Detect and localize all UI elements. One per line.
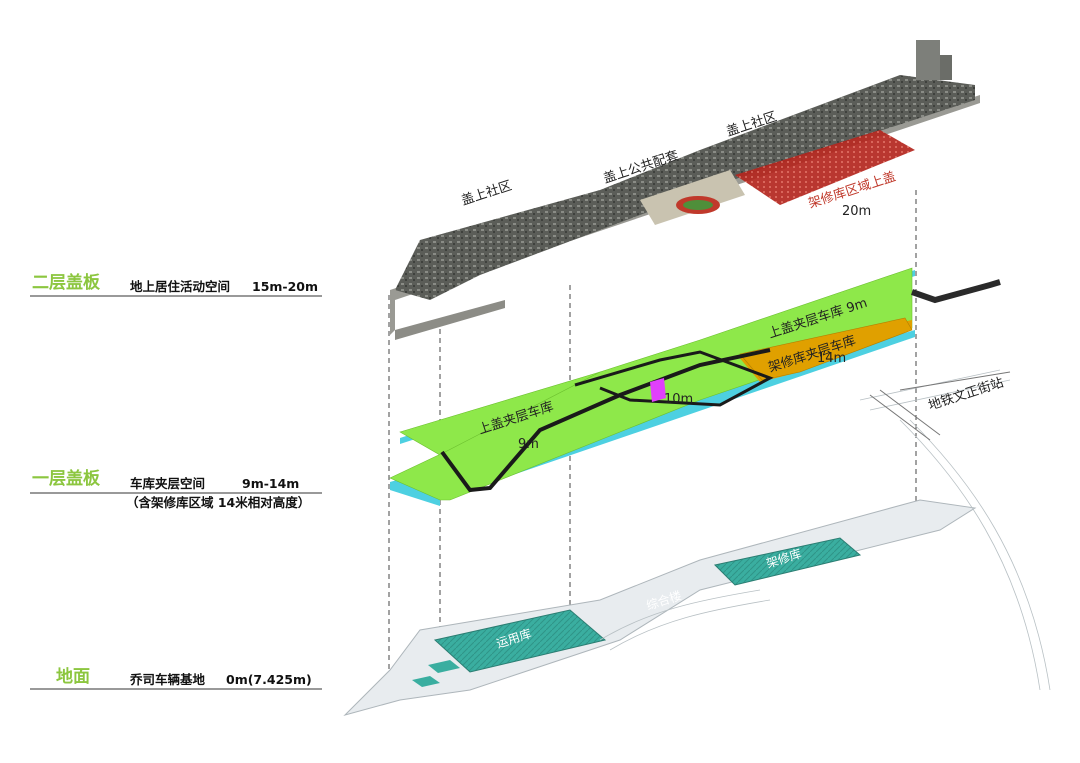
- ramp-marker: [650, 378, 666, 402]
- level-label-first: 一层盖板 车库夹层空间 9m-14m （含架修库区域 14米相对高度）: [30, 468, 322, 510]
- top-slab-ramp: [395, 300, 505, 340]
- label-metro-station: 地铁文正街站: [927, 375, 1006, 413]
- pool-small-1: [428, 660, 460, 673]
- repair-garage-top: [739, 317, 913, 381]
- ground-layer: 地铁文正街站 架修库 运用库 综合楼: [343, 369, 1051, 716]
- tower-block: [916, 40, 940, 80]
- label-repair-cover-height: 20m: [842, 204, 871, 219]
- label-garage-left-height: 9m: [518, 437, 539, 452]
- metro-station-lines: [869, 371, 1011, 441]
- level-label-second: 二层盖板 地上居住活动空间 15m-20m: [30, 272, 322, 297]
- label-ramp-height: 10m: [664, 392, 693, 407]
- track-lines: [599, 369, 1051, 691]
- ramp-exit: [911, 279, 1001, 304]
- middle-layer: 上盖夹层车库 9m 架修库夹层车库 14m 10m 上盖夹层车库 9m: [389, 267, 1001, 506]
- pool-small-2: [412, 676, 440, 687]
- level-label-ground: 地面 乔司车辆基地 0m(7.425m): [30, 666, 322, 690]
- level-title-first: 一层盖板: [32, 468, 101, 489]
- operation-depot: [433, 609, 607, 673]
- label-community-left: 盖上社区: [459, 178, 513, 209]
- drive-loop: [574, 350, 774, 407]
- repair-depot: [713, 537, 862, 586]
- level-title-second: 二层盖板: [32, 272, 101, 293]
- level-desc-ground: 乔司车辆基地: [129, 672, 206, 687]
- tower-block-2: [940, 55, 952, 80]
- level-height-second: 15m-20m: [252, 279, 318, 294]
- drive-path-main: [440, 348, 771, 493]
- sports-field: [683, 200, 713, 210]
- label-repair-garage-height: 14m: [817, 351, 846, 366]
- top-slab-edge: [390, 95, 980, 335]
- level-note-first: （含架修库区域 14米相对高度）: [126, 495, 310, 510]
- repair-cover-area: [735, 130, 915, 205]
- top-layer: 盖上社区 盖上公共配套 盖上社区 架修库区域上盖 20m: [390, 40, 980, 340]
- level-title-ground: 地面: [56, 666, 90, 687]
- level-height-first: 9m-14m: [242, 476, 299, 491]
- level-desc-second: 地上居住活动空间: [130, 279, 230, 294]
- level-height-ground: 0m(7.425m): [226, 672, 312, 687]
- level-desc-first: 车库夹层空间: [130, 476, 205, 491]
